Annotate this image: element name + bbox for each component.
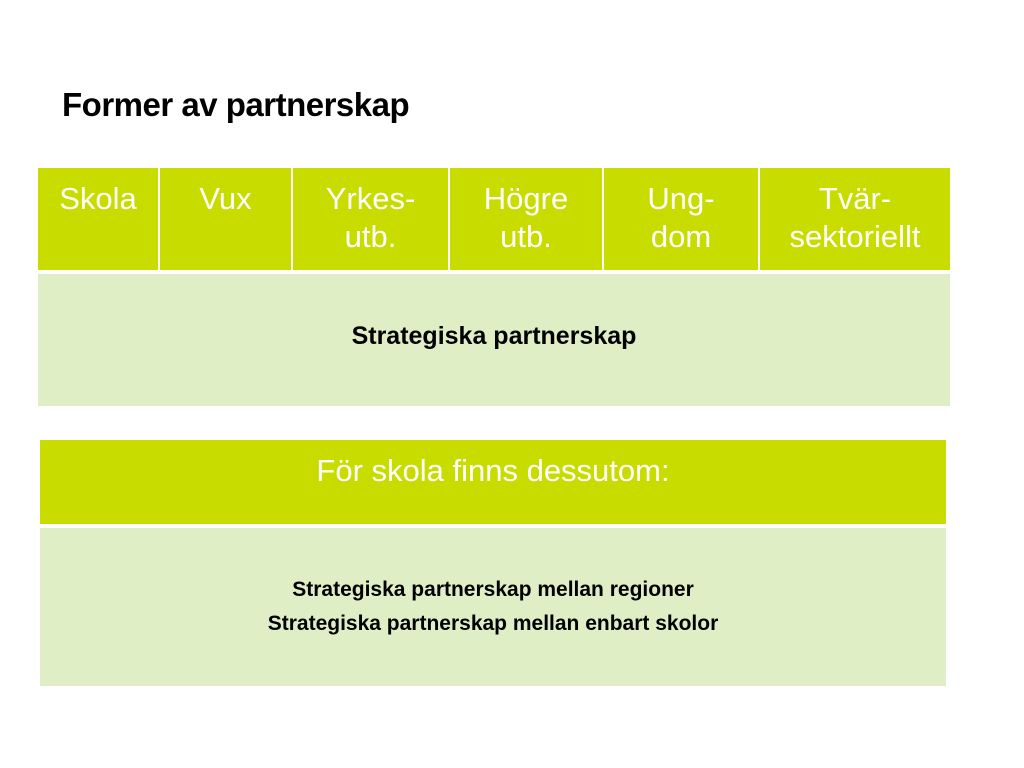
header-cell-line1: Tvär- xyxy=(818,181,892,216)
header-cell-tvarsektoriellt: Tvär- sektoriellt xyxy=(759,168,950,272)
header-cell-line1: Yrkes- xyxy=(325,181,416,216)
header-cell-yrkesutb: Yrkes- utb. xyxy=(292,168,450,272)
table-body-row: Strategiska partnerskap mellan regioner … xyxy=(40,524,946,686)
strategic-partnership-cell: Strategiska partnerskap xyxy=(38,270,950,406)
header-cell-vux: Vux xyxy=(159,168,293,272)
partnership-types-table: Skola Vux Yrkes- utb. Högre utb. Ung- do… xyxy=(38,168,950,406)
header-cell-hogre-utb: Högre utb. xyxy=(449,168,604,272)
header-cell-line2: dom xyxy=(650,219,712,254)
table-header-row: Skola Vux Yrkes- utb. Högre utb. Ung- do… xyxy=(38,168,950,272)
school-extras-body: Strategiska partnerskap mellan regioner … xyxy=(40,524,946,686)
table-header-row: För skola finns dessutom: xyxy=(40,440,946,526)
header-cell-line2: sektoriellt xyxy=(789,219,921,254)
header-cell-ungdom: Ung- dom xyxy=(603,168,760,272)
school-extras-line-schools: Strategiska partnerskap mellan enbart sk… xyxy=(267,612,719,635)
school-extras-table: För skola finns dessutom: Strategiska pa… xyxy=(40,440,946,686)
school-extras-header: För skola finns dessutom: xyxy=(40,440,946,526)
header-cell-line1: Skola xyxy=(59,181,137,216)
header-cell-line2: utb. xyxy=(344,219,397,254)
slide-title: Former av partnerskap xyxy=(62,86,410,123)
header-cell-line1: Högre xyxy=(483,181,569,216)
header-cell-line1: Vux xyxy=(199,181,252,216)
school-extras-line-regions: Strategiska partnerskap mellan regioner xyxy=(292,578,694,601)
header-cell-line2: utb. xyxy=(500,219,552,254)
table-body-row: Strategiska partnerskap xyxy=(38,270,950,406)
header-cell-line1: Ung- xyxy=(647,181,715,216)
header-cell-skola: Skola xyxy=(38,168,160,272)
